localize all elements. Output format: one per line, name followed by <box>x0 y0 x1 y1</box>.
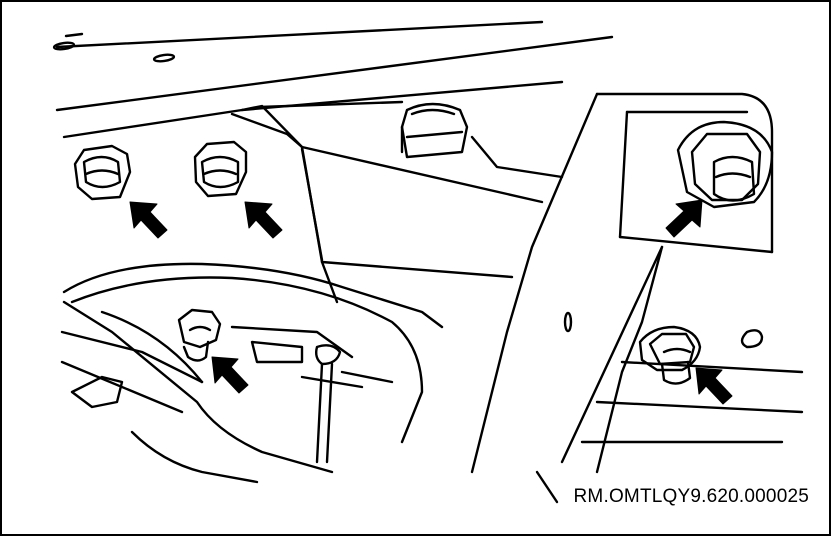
crossmember-bracket <box>230 100 564 304</box>
top-center-bolt <box>400 102 469 159</box>
lower-housing <box>60 262 444 484</box>
bolt-2 <box>193 140 248 198</box>
arrow-icon <box>665 199 703 238</box>
bolt-5 <box>638 325 702 385</box>
figure-reference-code: RM.OMTLQY9.620.000025 <box>571 486 811 508</box>
bolt-3 <box>676 120 774 209</box>
bolt-1 <box>73 144 132 201</box>
arrow-icon <box>129 201 168 239</box>
callout-arrows <box>129 199 733 405</box>
arrow-icon <box>244 201 283 239</box>
arrow-icon <box>695 367 733 405</box>
upper-frame-panel <box>52 20 614 139</box>
arrow-icon <box>211 356 249 394</box>
right-side-plate <box>470 92 804 504</box>
bolt-4 <box>177 308 222 362</box>
